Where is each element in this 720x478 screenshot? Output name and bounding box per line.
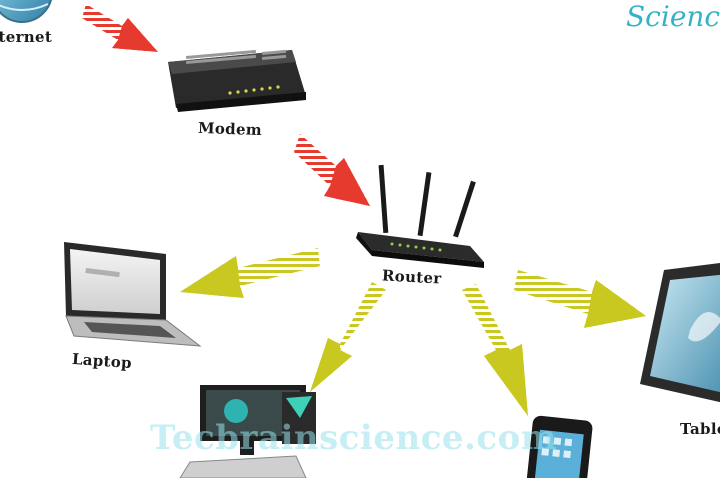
tablet-label: Tablet bbox=[680, 420, 720, 438]
smartphone-icon bbox=[526, 415, 593, 478]
laptop-icon bbox=[64, 242, 202, 347]
arrow-router-to-tablet bbox=[514, 270, 646, 328]
brand-logo-text: Science bbox=[626, 0, 720, 33]
modem-icon bbox=[168, 49, 306, 112]
arrow-router-to-smartphone bbox=[462, 284, 528, 416]
arrow-router-to-laptop bbox=[180, 248, 320, 298]
arrow-modem-to-router bbox=[294, 134, 370, 206]
arrow-router-to-desktop bbox=[310, 282, 386, 392]
arrow-internet-to-modem bbox=[82, 4, 158, 52]
router-label: Router bbox=[381, 266, 442, 288]
tablet-icon bbox=[640, 263, 720, 403]
watermark-text: Tecbrainscience.com bbox=[150, 418, 558, 458]
router-icon bbox=[356, 164, 484, 268]
internet-label: Internet bbox=[0, 28, 53, 46]
modem-label: Modem bbox=[197, 118, 263, 140]
internet-globe-icon bbox=[0, 0, 52, 23]
desktop-computer-icon bbox=[179, 385, 316, 478]
